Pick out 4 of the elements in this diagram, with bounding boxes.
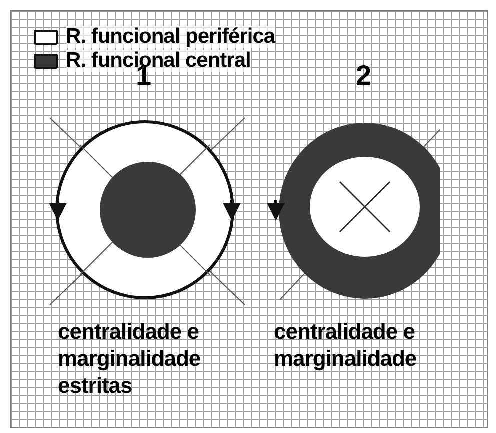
diagram-caption: centralidade e marginalidade	[274, 318, 418, 372]
diagram-number: 2	[356, 62, 372, 89]
legend-label: R. funcional periférica	[66, 26, 276, 48]
diagram-caption: centralidade e marginalidade estritas	[58, 318, 202, 399]
